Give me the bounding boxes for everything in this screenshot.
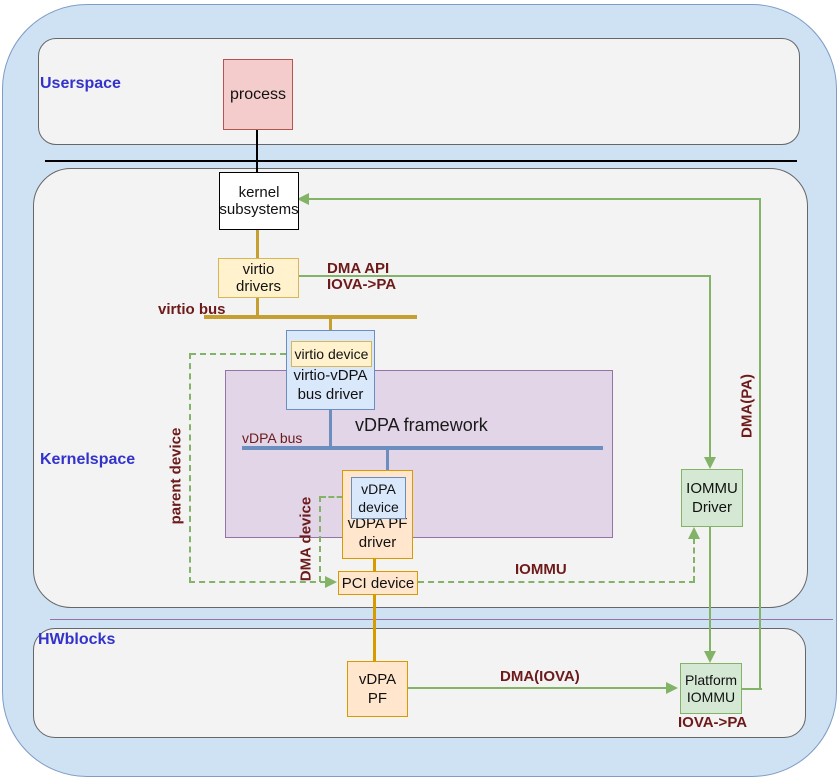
hw-blocks-label: HWblocks bbox=[38, 631, 116, 648]
dma-pa-line-v bbox=[759, 198, 761, 690]
dma-api-line-v bbox=[709, 275, 711, 459]
user-kernel-separator-line bbox=[45, 160, 797, 162]
dma-device-label: DMA device bbox=[297, 496, 315, 582]
iommu-line-v bbox=[693, 538, 695, 582]
iova-pa-label: IOVA->PA bbox=[678, 714, 748, 731]
dma-pa-line-h-bottom bbox=[742, 688, 762, 690]
dma-iova-arrowhead bbox=[666, 682, 678, 694]
parent-device-label: parent device bbox=[167, 427, 185, 525]
parent-device-line-v bbox=[189, 353, 191, 583]
dma-api-line-h bbox=[299, 275, 711, 277]
parent-device-line-h bbox=[190, 353, 286, 355]
virtio-drivers-box: virtio drivers bbox=[218, 258, 299, 298]
kernel-hw-separator-line bbox=[50, 619, 833, 620]
dma-pa-line-h-top bbox=[305, 198, 761, 200]
dma-device-line-h bbox=[320, 496, 351, 498]
parent-device-line-h2 bbox=[189, 581, 326, 583]
vdrv-virtiobus-connector-line bbox=[256, 298, 259, 317]
process-box: process bbox=[223, 59, 293, 130]
iommu-line-h bbox=[418, 581, 695, 583]
iommu-driver-arrowhead bbox=[688, 527, 700, 539]
dma-pa-label: DMA(PA) bbox=[738, 374, 756, 438]
iommudrv-piommu-line bbox=[709, 527, 711, 652]
dma-pa-arrowhead bbox=[297, 193, 309, 205]
user-space-label: Userspace bbox=[40, 75, 121, 92]
pfdrv-pci-connector-line bbox=[373, 559, 376, 571]
vdpa-framework-box bbox=[225, 370, 613, 538]
vdpa-framework-title: vDPA framework bbox=[355, 415, 488, 435]
ksub-vdrv-connector-line bbox=[256, 230, 259, 258]
vdpa-bus-label: vDPA bus bbox=[242, 430, 303, 446]
vdpa-bus-line bbox=[242, 446, 603, 450]
kernel-space-label: Kernelspace bbox=[40, 451, 136, 468]
pci-device-box: PCI device bbox=[338, 571, 418, 595]
virtio-device-box: virtio device bbox=[291, 341, 372, 367]
iommu-label: IOMMU bbox=[515, 561, 567, 578]
vdpabus-vdpadev-connector-line bbox=[386, 450, 389, 477]
virtio-bus-line bbox=[204, 315, 417, 319]
dma-iova-label: DMA(IOVA) bbox=[500, 668, 580, 685]
dma-api-arrowhead bbox=[704, 457, 716, 469]
vvdpa-vdpabus-connector-line bbox=[329, 410, 332, 446]
process-kernel-connector-line bbox=[256, 130, 258, 172]
pci-vdpapf-connector-line bbox=[373, 595, 376, 661]
pci-device-arrowhead bbox=[325, 576, 337, 588]
dma-iova-line bbox=[408, 687, 668, 689]
virtio-bus-label: virtio bus bbox=[158, 301, 226, 318]
iommudrv-piommu-arrowhead bbox=[704, 651, 716, 663]
dma-device-line-v bbox=[319, 496, 321, 582]
user-space-section bbox=[38, 38, 800, 145]
